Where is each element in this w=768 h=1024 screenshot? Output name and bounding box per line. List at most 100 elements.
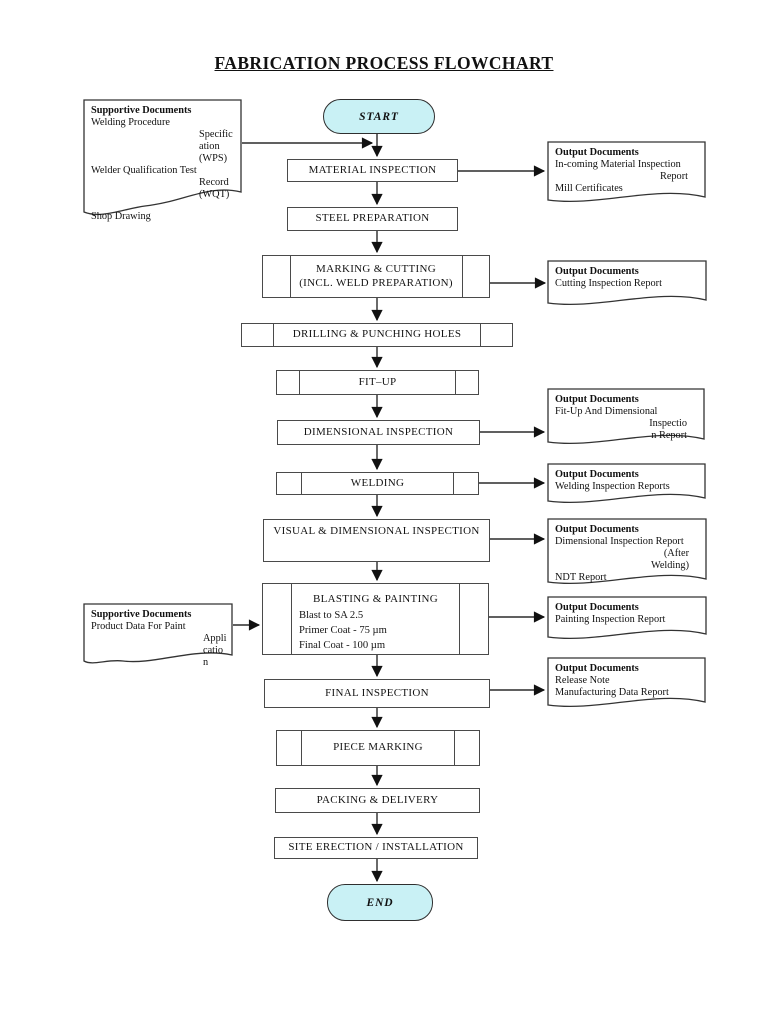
doc-line: Specific — [199, 129, 233, 140]
compartment-divider — [454, 730, 455, 766]
output-doc-welding-inspection: Output Documents Welding Inspection Repo… — [547, 463, 706, 506]
document-shape — [547, 260, 707, 306]
blasting-detail: Blast to SA 2.5 — [299, 609, 364, 621]
output-doc-release-note: Output Documents Release Note Manufactur… — [547, 657, 706, 710]
doc-heading: Output Documents — [555, 266, 639, 277]
doc-line: ation — [199, 141, 220, 152]
compartment-divider — [299, 370, 300, 395]
doc-line: Appli — [203, 633, 227, 644]
compartment-divider — [290, 255, 291, 298]
process-box-packing-delivery: PACKING & DELIVERY — [275, 788, 480, 813]
process-label: SITE ERECTION / INSTALLATION — [288, 841, 464, 854]
doc-heading: Output Documents — [555, 147, 639, 158]
doc-line: Painting Inspection Report — [555, 614, 666, 625]
doc-line: Mill Certificates — [555, 183, 623, 194]
process-box-material-inspection: MATERIAL INSPECTION — [287, 159, 458, 182]
start-terminal: START — [323, 99, 435, 134]
doc-heading: Output Documents — [555, 394, 639, 405]
process-box-site-erection: SITE ERECTION / INSTALLATION — [274, 837, 478, 859]
doc-line: Welding Inspection Reports — [555, 481, 670, 492]
doc-text: Output Documents Welding Inspection Repo… — [547, 463, 706, 493]
document-shape — [547, 141, 706, 203]
process-label: BLASTING & PAINTING — [312, 593, 439, 605]
doc-line: n — [203, 657, 209, 668]
doc-heading: Output Documents — [555, 524, 639, 535]
doc-line: NDT Report — [555, 572, 607, 583]
process-label: WELDING — [350, 476, 405, 489]
doc-line: (After — [663, 548, 689, 559]
compartment-divider — [301, 730, 302, 766]
process-label: PACKING & DELIVERY — [316, 793, 439, 806]
process-label: STEEL PREPARATION — [315, 212, 430, 225]
document-shape — [547, 657, 706, 708]
doc-line: catio — [203, 645, 224, 656]
doc-line: Dimensional Inspection Report — [555, 536, 684, 547]
doc-text: Output Documents Dimensional Inspection … — [547, 518, 707, 584]
document-shape — [547, 518, 707, 585]
process-label: MATERIAL INSPECTION — [308, 163, 437, 176]
output-doc-fit-up: Output Documents Fit-Up And Dimensional … — [547, 388, 705, 447]
compartment-divider — [291, 583, 292, 655]
process-box-welding: WELDING — [276, 472, 479, 495]
compartment-divider — [301, 472, 302, 495]
output-doc-incoming-material: Output Documents In-coming Material Insp… — [547, 141, 706, 205]
doc-text: Output Documents Fit-Up And Dimensional … — [547, 388, 705, 442]
process-label: PIECE MARKING — [333, 741, 423, 754]
process-box-visual-dimensional-inspection: VISUAL & DIMENSIONAL INSPECTION — [263, 519, 490, 562]
process-box-marking-cutting: MARKING & CUTTING (INCL. WELD PREPARATIO… — [262, 255, 490, 298]
doc-line: In-coming Material Inspection — [555, 159, 681, 170]
compartment-divider — [459, 583, 460, 655]
process-box-blasting-painting: BLASTING & PAINTING Blast to SA 2.5 Prim… — [262, 583, 489, 655]
document-shape — [547, 596, 707, 640]
start-label: START — [359, 110, 399, 123]
doc-heading: Output Documents — [555, 663, 639, 674]
process-box-dimensional-inspection: DIMENSIONAL INSPECTION — [277, 420, 480, 445]
process-label: DIMENSIONAL INSPECTION — [303, 425, 454, 438]
process-label: VISUAL & DIMENSIONAL INSPECTION — [273, 525, 480, 537]
compartment-divider — [480, 323, 481, 347]
doc-line: Manufacturing Data Report — [555, 687, 669, 698]
doc-line: Record — [199, 177, 229, 188]
doc-text: Supportive Documents Welding Procedure S… — [83, 99, 242, 223]
end-label: END — [366, 896, 394, 909]
doc-text: Output Documents Cutting Inspection Repo… — [547, 260, 707, 290]
process-box-drilling-punching: DRILLING & PUNCHING HOLES — [241, 323, 513, 347]
doc-heading: Supportive Documents — [91, 105, 192, 116]
process-label: DRILLING & PUNCHING HOLES — [292, 328, 462, 341]
doc-text: Output Documents Release Note Manufactur… — [547, 657, 706, 699]
compartment-divider — [273, 323, 274, 347]
doc-text: Output Documents In-coming Material Insp… — [547, 141, 706, 195]
supportive-doc-paint: Supportive Documents Product Data For Pa… — [83, 603, 233, 668]
process-box-piece-marking: PIECE MARKING — [276, 730, 480, 766]
document-shape — [83, 603, 233, 664]
doc-line: Product Data For Paint — [91, 621, 186, 632]
doc-line: Cutting Inspection Report — [555, 278, 662, 289]
output-doc-painting: Output Documents Painting Inspection Rep… — [547, 596, 707, 642]
doc-line: Welding) — [650, 560, 689, 571]
compartment-divider — [455, 370, 456, 395]
blasting-detail: Primer Coat - 75 µm — [299, 624, 387, 636]
doc-line: Shop Drawing — [91, 211, 151, 222]
document-shape — [83, 99, 242, 216]
doc-heading: Output Documents — [555, 469, 639, 480]
supportive-doc-welding: Supportive Documents Welding Procedure S… — [83, 99, 242, 222]
doc-line: Welding Procedure — [91, 117, 170, 128]
compartment-divider — [453, 472, 454, 495]
doc-line: Welder Qualification Test — [91, 165, 197, 176]
doc-line: (WQT) — [199, 189, 230, 200]
doc-heading: Output Documents — [555, 602, 639, 613]
document-shape — [547, 388, 705, 445]
doc-line: Report — [659, 171, 688, 182]
process-box-final-inspection: FINAL INSPECTION — [264, 679, 490, 708]
process-box-fit-up: FIT–UP — [276, 370, 479, 395]
blasting-content: BLASTING & PAINTING Blast to SA 2.5 Prim… — [263, 589, 488, 652]
page-title: FABRICATION PROCESS FLOWCHART — [214, 53, 554, 73]
doc-line: Inspectio — [649, 418, 687, 429]
output-doc-cutting: Output Documents Cutting Inspection Repo… — [547, 260, 707, 308]
end-terminal: END — [327, 884, 433, 921]
output-doc-dimensional-after-welding: Output Documents Dimensional Inspection … — [547, 518, 707, 587]
document-shape — [547, 463, 706, 504]
doc-heading: Supportive Documents — [91, 609, 192, 620]
doc-line: Fit-Up And Dimensional — [555, 406, 658, 417]
